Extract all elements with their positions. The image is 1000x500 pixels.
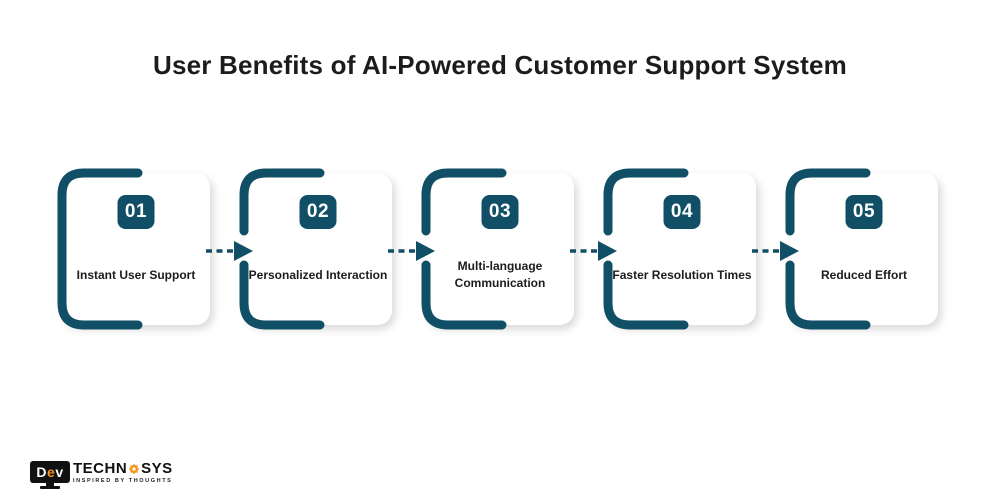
step-card-2: 02 Personalized Interaction [239, 168, 392, 330]
monitor-stand-base [40, 486, 60, 489]
logo-letter: D [36, 464, 48, 480]
step-number-badge: 03 [481, 195, 519, 229]
step-number-badge: 02 [299, 195, 337, 229]
bracket-frame-icon [239, 168, 325, 330]
page-title: User Benefits of AI-Powered Customer Sup… [152, 50, 848, 80]
step-number-badge: 04 [663, 195, 701, 229]
step-label: Reduced Effort [820, 267, 907, 282]
step-number: 03 [488, 201, 512, 222]
step-card-4: 04 Faster Resolution Times [603, 168, 756, 330]
bracket-frame-icon [785, 168, 871, 330]
brand-name-right: SYS [141, 460, 173, 477]
logo-letter: e [47, 464, 56, 480]
logo-letter: v [55, 464, 64, 480]
step-number-badge: 01 [117, 195, 155, 229]
step-number-badge: 05 [845, 195, 883, 229]
bracket-frame-icon [57, 168, 143, 330]
bracket-frame-icon [603, 168, 689, 330]
flow-arrow-icon [206, 241, 253, 261]
brand-name-left: TECHN [73, 460, 128, 477]
gear-icon [129, 463, 140, 474]
step-label: Faster Resolution Times [612, 267, 752, 282]
flow-arrow-icon [570, 241, 617, 261]
flow-arrow-icon [752, 241, 799, 261]
brand-name: TECHN SYS [73, 461, 173, 476]
step-number: 01 [124, 201, 148, 222]
flow-arrow-icon [388, 241, 435, 261]
step-number: 04 [670, 201, 694, 222]
step-card-5: 05 Reduced Effort [785, 168, 938, 330]
step-label: Multi-language Communication [454, 259, 546, 290]
monitor-stand [46, 483, 54, 486]
step-label: Instant User Support [76, 267, 196, 282]
step-number: 05 [852, 201, 876, 222]
bracket-frame-icon [421, 168, 507, 330]
step-number: 02 [306, 201, 330, 222]
brand-tagline: INSPIRED BY THOUGHTS [73, 478, 173, 484]
step-card-3: 03 Multi-language Communication [421, 168, 574, 330]
step-label: Personalized Interaction [248, 267, 388, 282]
step-card-1: 01 Instant User Support [57, 168, 210, 330]
